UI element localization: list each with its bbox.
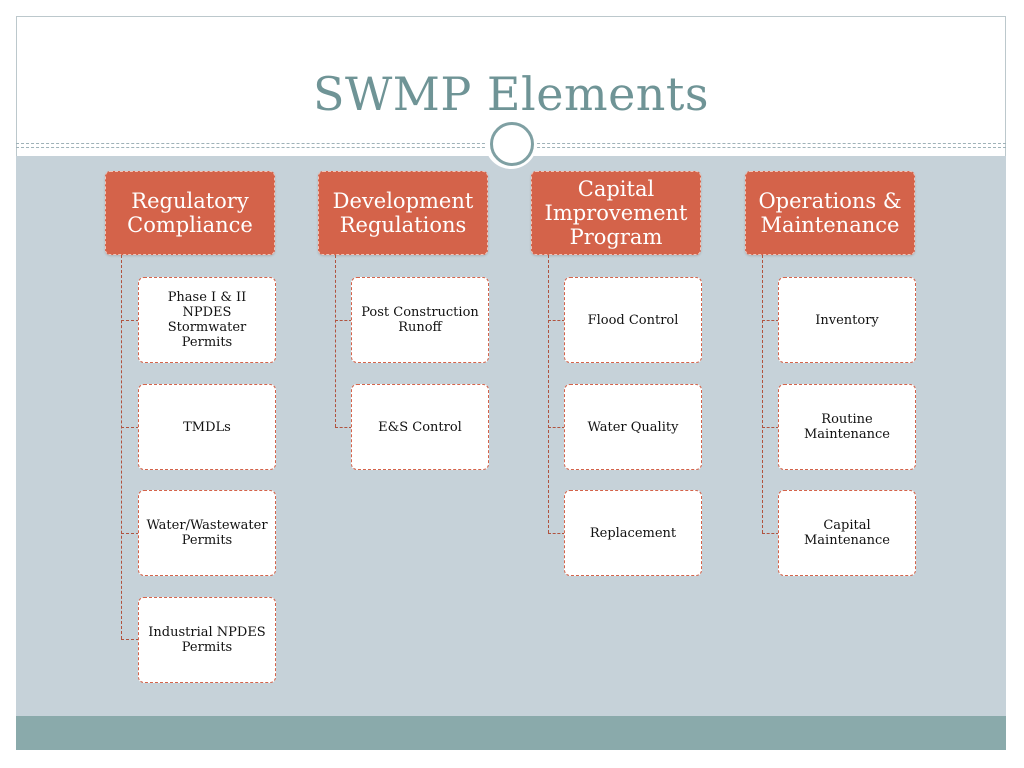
column-header-development-regulations: Development Regulations bbox=[318, 171, 488, 255]
connector-branch bbox=[548, 427, 565, 428]
item-flood-control: Flood Control bbox=[564, 277, 702, 363]
item-es-control: E&S Control bbox=[351, 384, 489, 470]
connector-branch bbox=[335, 427, 352, 428]
divider-ornament-ring bbox=[490, 122, 534, 166]
connector-branch bbox=[121, 639, 139, 640]
item-capital-maintenance: Capital Maintenance bbox=[778, 490, 916, 576]
footer-bar bbox=[16, 716, 1006, 750]
column-header-operations-maintenance: Operations & Maintenance bbox=[745, 171, 915, 255]
column-header-capital-improvement-program: Capital Improvement Program bbox=[531, 171, 701, 255]
connector-branch bbox=[121, 533, 139, 534]
connector-trunk bbox=[335, 255, 336, 427]
connector-branch bbox=[762, 320, 779, 321]
item-tmdls: TMDLs bbox=[138, 384, 276, 470]
connector-branch bbox=[121, 320, 139, 321]
item-industrial-npdes-permits: Industrial NPDES Permits bbox=[138, 597, 276, 683]
connector-trunk bbox=[762, 255, 763, 533]
connector-branch bbox=[762, 427, 779, 428]
connector-branch bbox=[762, 533, 779, 534]
item-water-quality: Water Quality bbox=[564, 384, 702, 470]
item-inventory: Inventory bbox=[778, 277, 916, 363]
connector-branch bbox=[548, 533, 565, 534]
item-post-construction-runoff: Post Construction Runoff bbox=[351, 277, 489, 363]
item-routine-maintenance: Routine Maintenance bbox=[778, 384, 916, 470]
column-header-regulatory-compliance: Regulatory Compliance bbox=[105, 171, 275, 255]
connector-branch bbox=[548, 320, 565, 321]
connector-branch bbox=[121, 427, 139, 428]
connector-branch bbox=[335, 320, 352, 321]
slide-title: SWMP Elements bbox=[312, 67, 710, 121]
connector-trunk bbox=[548, 255, 549, 533]
item-npdes-stormwater-permits: Phase I & II NPDES Stormwater Permits bbox=[138, 277, 276, 363]
item-water-wastewater-permits: Water/Wastewater Permits bbox=[138, 490, 276, 576]
item-replacement: Replacement bbox=[564, 490, 702, 576]
connector-trunk bbox=[121, 255, 122, 639]
